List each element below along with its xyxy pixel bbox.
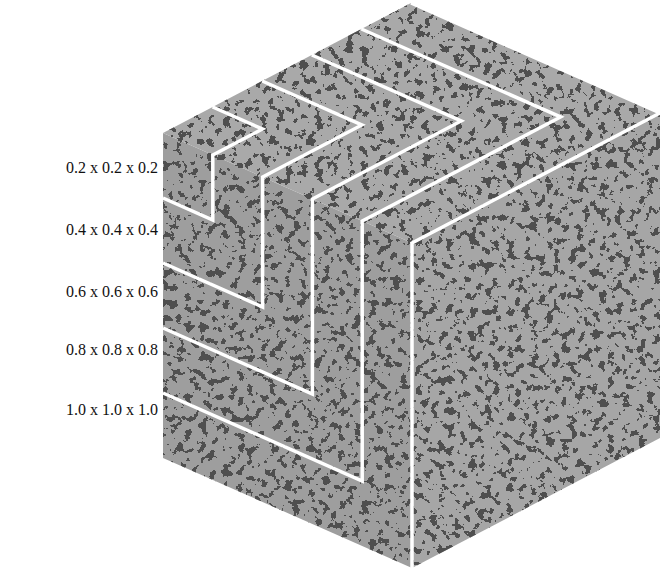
size-label: 0.6 x 0.6 x 0.6 bbox=[66, 282, 158, 302]
label-holder: 0.6 x 0.6 x 0.6 bbox=[0, 282, 158, 302]
size-label: 0.2 x 0.2 x 0.2 bbox=[66, 158, 158, 178]
size-label: 1.0 x 1.0 x 1.0 bbox=[66, 400, 158, 420]
label-holder: 0.4 x 0.4 x 0.4 bbox=[0, 220, 158, 240]
label-holder: 1.0 x 1.0 x 1.0 bbox=[0, 400, 158, 420]
size-label: 0.8 x 0.8 x 0.8 bbox=[66, 340, 158, 360]
size-label: 0.4 x 0.4 x 0.4 bbox=[66, 220, 158, 240]
label-holder: 0.8 x 0.8 x 0.8 bbox=[0, 340, 158, 360]
texture bbox=[150, 0, 665, 573]
subcube-lines bbox=[163, 3, 660, 568]
label-holder: 0.2 x 0.2 x 0.2 bbox=[0, 158, 158, 178]
